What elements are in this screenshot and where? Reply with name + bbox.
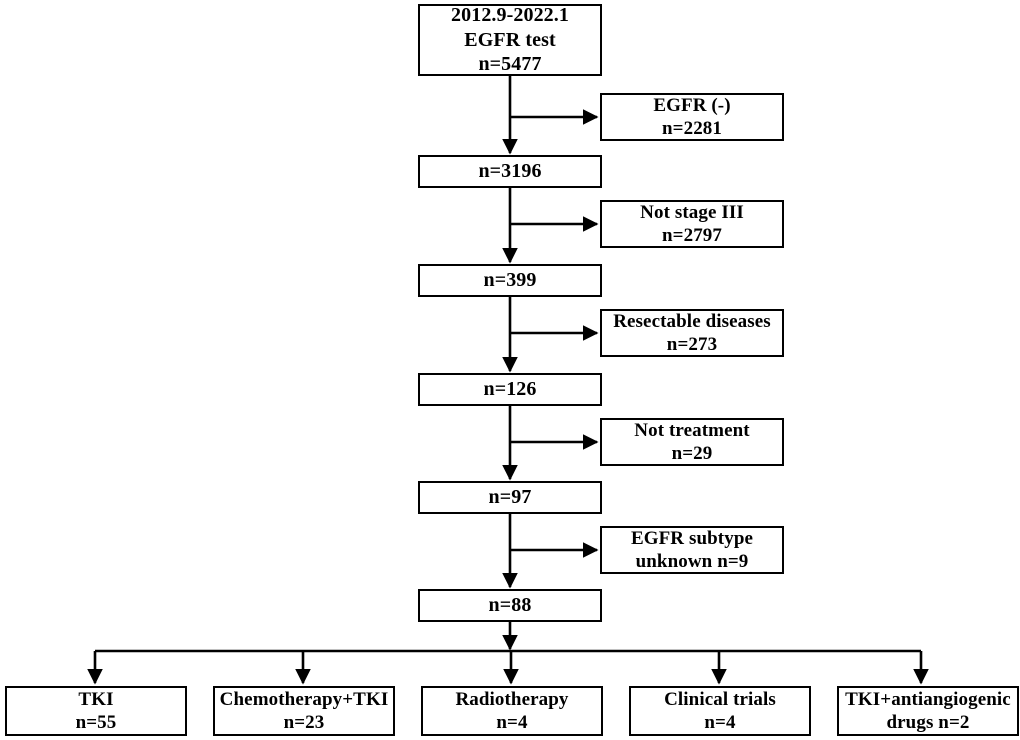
node-enrollment-line-1: 2012.9-2022.1 [451, 4, 569, 27]
node-after-not-stage-iii: n=399 [418, 264, 602, 297]
node-enrollment: 2012.9-2022.1 EGFR test n=5477 [418, 4, 602, 76]
node-clinical-trials-label: Clinical trials [664, 688, 776, 710]
node-clinical-trials-count: n=4 [704, 712, 736, 733]
node-not-stage-iii: Not stage III n=2797 [600, 200, 784, 248]
node-egfr-negative: EGFR (-) n=2281 [600, 93, 784, 141]
node-tki-count: n=55 [75, 712, 117, 733]
node-radiotherapy: Radiotherapy n=4 [421, 686, 603, 736]
node-not-stage-iii-label: Not stage III [640, 201, 744, 223]
node-after-not-treatment-count: n=97 [488, 486, 532, 509]
node-after-resectable: n=126 [418, 373, 602, 406]
node-chemotherapy-plus-tki-label: Chemotherapy+TKI [219, 688, 389, 710]
node-tki-plus-antiangiogenic: TKI+antiangiogenic drugs n=2 [837, 686, 1019, 736]
node-radiotherapy-count: n=4 [496, 712, 528, 733]
node-after-not-stage-iii-count: n=399 [483, 269, 537, 292]
node-after-resectable-count: n=126 [483, 378, 537, 401]
node-after-egfr-negative-count: n=3196 [478, 160, 542, 183]
node-egfr-negative-count: n=2281 [662, 118, 722, 139]
node-not-treatment: Not treatment n=29 [600, 418, 784, 466]
node-tki-label: TKI [78, 688, 114, 710]
node-tki-plus-antiangiogenic-label: TKI+antiangiogenic [845, 688, 1011, 710]
node-egfr-subtype-unknown: EGFR subtype unknown n=9 [600, 526, 784, 574]
node-egfr-subtype-unknown-count: unknown n=9 [635, 551, 749, 572]
node-not-treatment-label: Not treatment [634, 419, 750, 441]
node-enrollment-line-3: n=5477 [478, 53, 542, 76]
node-not-stage-iii-count: n=2797 [662, 225, 722, 246]
node-egfr-subtype-unknown-label: EGFR subtype [630, 527, 754, 549]
node-clinical-trials: Clinical trials n=4 [629, 686, 811, 736]
node-chemotherapy-plus-tki: Chemotherapy+TKI n=23 [213, 686, 395, 736]
node-tki-plus-antiangiogenic-count: drugs n=2 [886, 712, 970, 733]
node-final-cohort-count: n=88 [488, 594, 532, 617]
node-resectable-diseases-label: Resectable diseases [613, 310, 771, 332]
node-after-not-treatment: n=97 [418, 481, 602, 514]
node-resectable-diseases: Resectable diseases n=273 [600, 309, 784, 357]
node-egfr-negative-label: EGFR (-) [653, 94, 731, 116]
node-tki: TKI n=55 [5, 686, 187, 736]
node-radiotherapy-label: Radiotherapy [455, 688, 569, 710]
node-after-egfr-negative: n=3196 [418, 155, 602, 188]
node-chemotherapy-plus-tki-count: n=23 [283, 712, 325, 733]
node-resectable-diseases-count: n=273 [666, 334, 718, 355]
node-enrollment-line-2: EGFR test [464, 28, 556, 51]
node-not-treatment-count: n=29 [671, 443, 713, 464]
node-final-cohort: n=88 [418, 589, 602, 622]
